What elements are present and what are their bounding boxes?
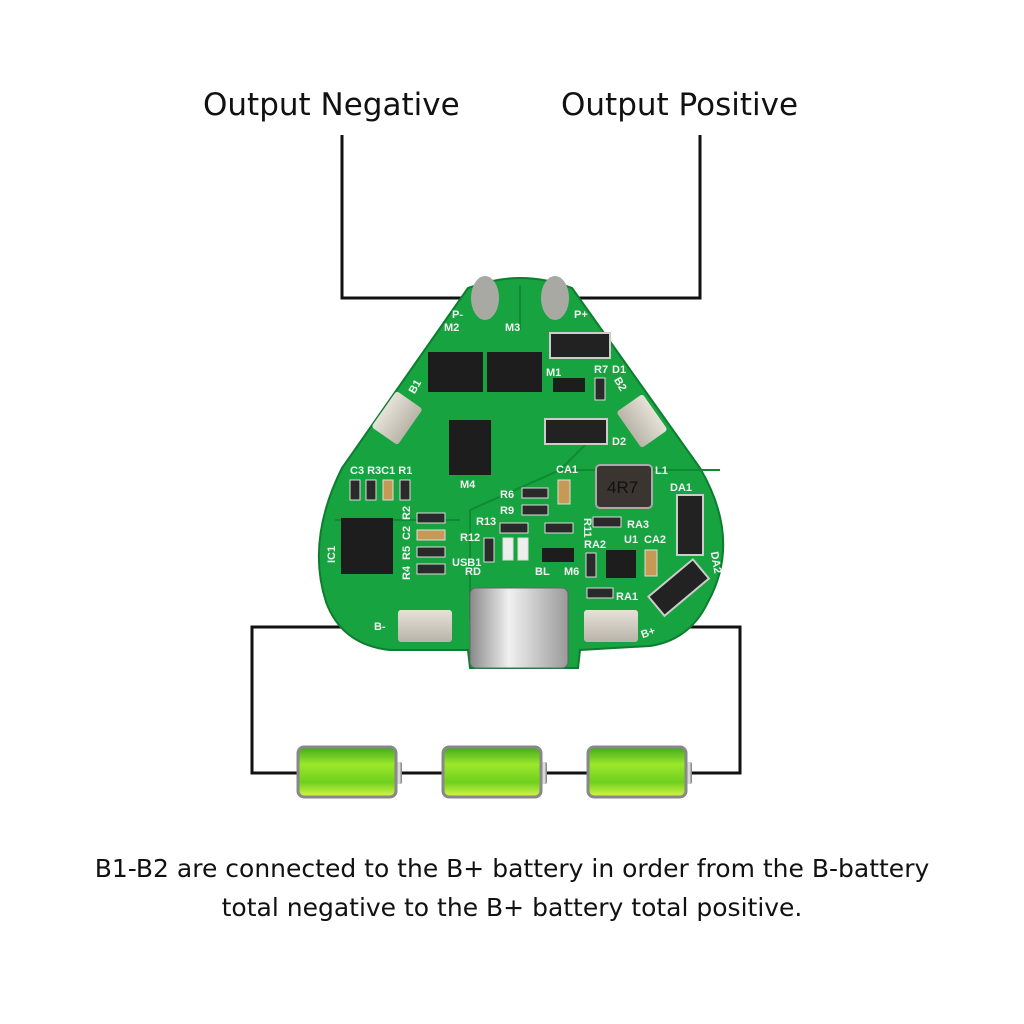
label-r5: R5 [401,546,413,560]
label-r11: R11 [581,518,593,538]
label-r9: R9 [500,505,514,517]
pad-b-minus [398,610,452,642]
pad-p-minus [471,276,499,320]
wire-output-negative [340,135,484,300]
label-ra2: RA2 [584,539,606,551]
label-r4: R4 [401,565,413,580]
label-ic1: IC1 [326,546,338,563]
caption-line-1: B1-B2 are connected to the B+ battery in… [94,854,930,883]
label-r2: R2 [401,506,413,520]
battery-pack [296,745,692,799]
label-ca1: CA1 [556,464,578,476]
label-m6: M6 [564,566,579,578]
diode-d1 [549,332,611,359]
label-ca2: CA2 [644,534,666,546]
wire-b-minus [250,625,380,775]
pad-b-plus [584,610,638,642]
label-d1: D1 [612,364,626,376]
label-p-minus: P- [452,309,463,321]
mosfet-m2 [428,352,483,392]
output-positive-label: Output Positive [561,87,799,123]
label-ra3: RA3 [627,519,649,531]
inductor-l1 [595,464,653,509]
usb-c-port [469,587,569,669]
pad-b2 [617,394,667,448]
label-r7: R7 [594,364,608,376]
label-c3r3c1r1: C3 R3C1 R1 [350,465,412,477]
label-m1: M1 [546,367,561,379]
passive-components [349,377,658,599]
label-da2: DA2 [708,551,724,575]
label-d2: D2 [612,436,626,448]
label-ra1: RA1 [616,591,638,603]
diode-d2 [544,418,608,445]
label-b-minus: B- [374,621,386,633]
label-r6: R6 [500,489,514,501]
m6-transistor [542,548,574,562]
label-m3: M3 [505,322,520,334]
u1-chip [606,550,636,578]
mosfet-m3 [487,352,542,392]
label-m2: M2 [444,322,459,334]
label-rd: RD [465,566,481,578]
battery-cell-2 [441,745,547,799]
caption-line-2: total negative to the B+ battery total p… [221,893,803,922]
label-r12: R12 [460,532,480,544]
output-negative-label: Output Negative [203,87,460,123]
label-u1: U1 [624,534,638,546]
label-r13: R13 [476,516,496,528]
label-da1: DA1 [670,482,692,494]
inductor-marking: 4R7 [607,478,638,497]
diode-da1 [676,494,704,556]
label-m4: M4 [460,479,476,491]
label-l1: L1 [655,465,668,477]
label-usb1: USB1 [452,557,481,569]
pcb-board: 4R7 P- P+ B1 B2 B- B+ M2 M3 M4 [317,276,725,669]
pad-b1 [372,391,422,445]
wire-output-positive [556,135,702,300]
label-p-plus: P+ [574,309,588,321]
label-b-plus: B+ [639,625,657,641]
silkscreen-labels: P- P+ B1 B2 B- B+ M2 M3 M4 M1 R7 D1 D2 C… [326,309,723,641]
label-c2: C2 [401,526,413,540]
pad-p-plus [541,276,569,320]
battery-cell-3 [586,745,692,799]
label-bl: BL [535,566,550,578]
battery-cell-1 [296,745,402,799]
ic1-chip [341,518,393,574]
pcb-traces [335,285,720,620]
m1-transistor [553,378,585,392]
diode-da2 [647,557,711,618]
mosfet-m4 [449,420,491,475]
